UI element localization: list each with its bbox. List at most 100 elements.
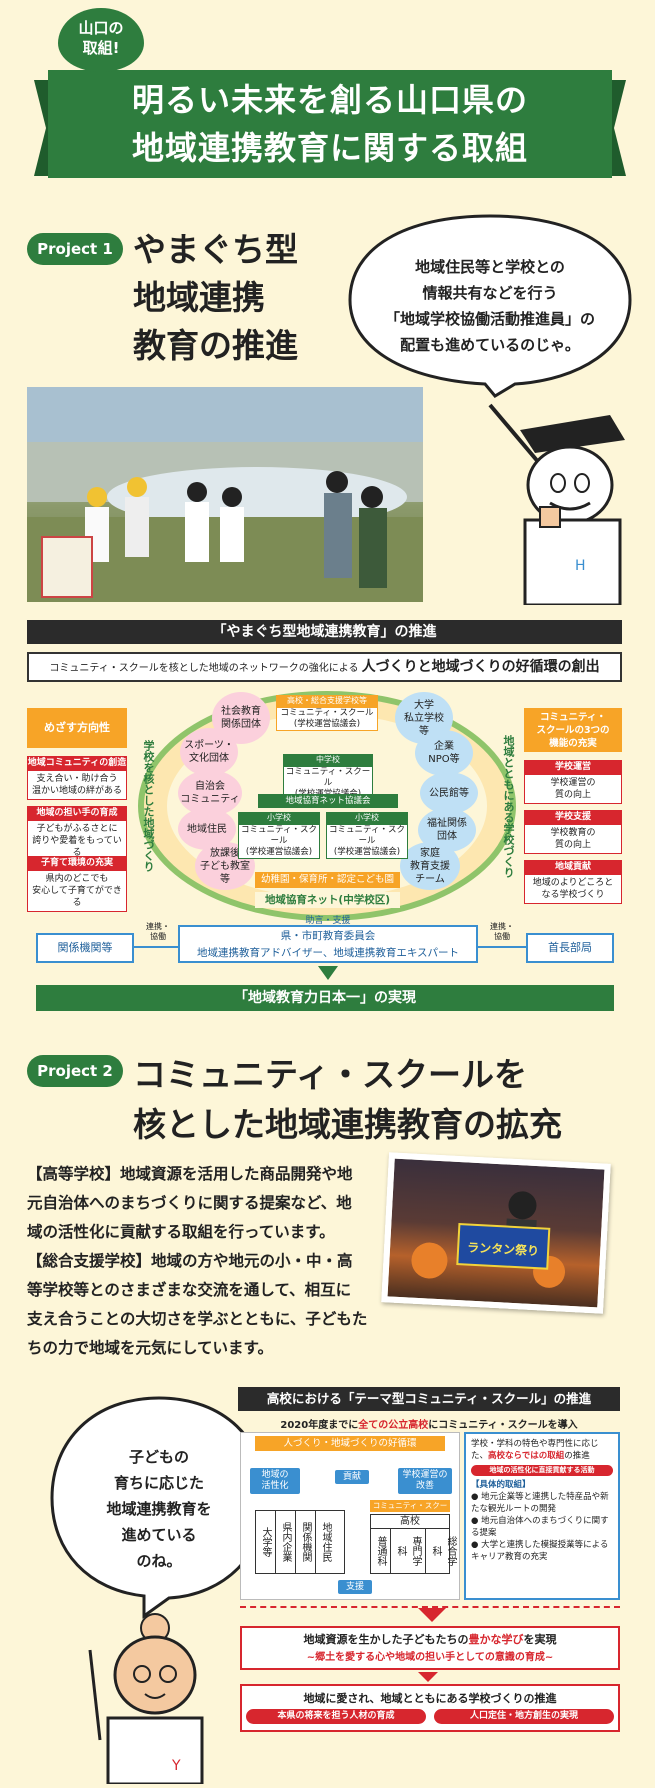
tcs-right-red: 高校ならではの取組 — [488, 1451, 565, 1461]
right-item-1-head: 学校運営 — [524, 760, 622, 774]
tcs-right-text: 学校・学科の特色や専門性に応じた、高校ならではの取組の推進 — [471, 1438, 613, 1462]
left-item-3-head: 子育て環境の充実 — [27, 856, 127, 870]
result-1: 地域資源を生かした子どもたちの豊かな学びを実現 ~郷土を愛する心や地域の担い手と… — [240, 1626, 620, 1670]
project2-body: 【高等学校】地域資源を活用した商品開発や地 元自治体へのまちづくりに関する提案な… — [27, 1165, 368, 1357]
tcs-sub-red: 全ての公立高校 — [358, 1420, 429, 1431]
cycle-title: 人づくり・地域づくりの好循環 — [255, 1436, 445, 1451]
support-label: 助言・支援 — [305, 916, 351, 926]
arc-left-label: 学校を核とした地域づくり — [142, 740, 155, 872]
node-school-improvement: 学校運営の 改善 — [398, 1468, 452, 1494]
jhs-head: 中学校 — [283, 754, 373, 766]
example-3: ● 大学と連携した模擬授業等によるキャリア教育の充実 — [471, 1540, 609, 1562]
tcs-sub-pre: 2020年度までに — [280, 1420, 359, 1431]
photo-lantern-festival: ランタン祭り — [381, 1152, 611, 1314]
result-arrow — [418, 1608, 446, 1622]
diagram-header: 「やまぐち型地域連携教育」の推進 — [27, 620, 622, 644]
doctor-character: H — [470, 395, 650, 607]
es1-head: 小学校 — [238, 812, 320, 824]
mayor-department: 首長部局 — [526, 933, 614, 963]
result-1-red: 豊かな学び — [468, 1633, 524, 1646]
col-specialized: 専門学科 — [390, 1529, 425, 1573]
tcs-right-panel: 学校・学科の特色や専門性に応じた、高校ならではの取組の推進 地域の活性化に直接貢… — [464, 1432, 620, 1600]
right-title: コミュニティ・ スクールの3つの 機能の充実 — [524, 708, 622, 752]
title-banner: 明るい未来を創る山口県の 地域連携教育に関する取組 — [34, 58, 626, 188]
result-2: 地域に愛され、地域とともにある学校づくりの推進 本県の将来を担う人材の育成 人口… — [240, 1684, 620, 1732]
related-agencies: 関係機関等 — [36, 933, 134, 963]
left-item-1-head: 地域コミュニティの創造 — [27, 756, 127, 770]
board-of-education: 県・市町教育委員会 地域連携教育アドバイザー、地域連携教育エキスパート — [178, 925, 478, 963]
example-1-text: 地元企業等と連携した特産品や新たな観光ルートの開発 — [471, 1492, 609, 1514]
speech-bubble-1: 地域住民等と学校との 情報共有などを行う 「地域学校協働活動推進員」の 配置も進… — [345, 208, 635, 398]
left-link-arrow — [134, 946, 178, 948]
result-2-right: 人口定住・地方創生の実現 — [434, 1709, 614, 1724]
cs-label: コミュニティ・スクール — [370, 1500, 450, 1522]
right-item-3: 地域貢献 地域のよりどころと なる学校づくり — [524, 860, 622, 904]
es2-head: 小学校 — [326, 812, 408, 824]
node-support: 支援 — [338, 1580, 372, 1594]
diagram-footer: 「地域教育力日本一」の実現 — [36, 985, 614, 1011]
right-item-2-head: 学校支援 — [524, 810, 622, 824]
hs-table: 高校 普通科 専門学科 総合学科 — [370, 1514, 456, 1574]
es2-box: 小学校 コミュニティ・スクール (学校運営協議会) — [326, 812, 408, 859]
tcs-subheader: 2020年度までに全ての公立高校にコミュニティ・スクールを導入 — [238, 1416, 620, 1431]
result-1-pre: 地域資源を生かした子どもたちの — [303, 1633, 469, 1646]
down-arrow — [318, 966, 338, 980]
node-contribution: 貢献 — [335, 1470, 369, 1484]
right-item-1-body: 学校運営の 質の向上 — [524, 774, 622, 804]
hs-table-title: 高校 — [371, 1515, 449, 1529]
yamaguchi-badge: 山口の 取組! — [58, 8, 144, 72]
es2-body: コミュニティ・スクール (学校運営協議会) — [326, 824, 408, 859]
right-item-3-body: 地域のよりどころと なる学校づくり — [524, 874, 622, 904]
es1-body: コミュニティ・スクール (学校運営協議会) — [238, 824, 320, 859]
examples-title: 【具体的取組】 — [471, 1480, 531, 1490]
left-item-2-head: 地域の担い手の育成 — [27, 806, 127, 820]
left-item-1: 地域コミュニティの創造 支え合い・助け合う 温かい地域の絆がある — [27, 756, 127, 800]
speech-text-2: 子どもの 育ちに応じた 地域連携教育を 進めている のね。 — [106, 1448, 212, 1570]
left-item-3-body: 県内のどこでも 安心して子育てができる — [27, 870, 127, 912]
result-1-line: 地域資源を生かした子どもたちの豊かな学びを実現 — [242, 1631, 618, 1649]
col-residents: 地域住民 — [315, 1511, 335, 1573]
svg-text:Y: Y — [171, 1758, 181, 1774]
example-2: ● 地元自治体へのまちづくりに関する提案 — [471, 1516, 609, 1538]
left-title: めざす方向性 — [27, 708, 127, 748]
speech-text-1: 地域住民等と学校との 情報共有などを行う 「地域学校協働活動推進員」の 配置も進… — [384, 258, 595, 354]
goal-small: コミュニティ・スクールを核とした地域のネットワークの強化による — [49, 663, 359, 674]
arc-right-label: 地域とともにある学校づくり — [502, 735, 515, 878]
kindergarten: 幼稚園・保育所・認定こども園 — [255, 872, 400, 888]
col-comprehensive: 総合学科 — [425, 1529, 460, 1573]
stakeholder-table: 大学等 県内企業 関係機関 地域住民 — [255, 1510, 345, 1574]
example-2-text: 地元自治体へのまちづくりに関する提案 — [471, 1516, 609, 1538]
network-junior-high: 地域協育ネット(中学校区) — [255, 892, 400, 908]
hs-head: 高校・総合支援学校等 — [276, 695, 378, 707]
col-universities: 大学等 — [260, 1527, 271, 1557]
result-1-post: を実現 — [523, 1633, 557, 1646]
hs-body: コミュニティ・スクール (学校運営協議会) — [276, 707, 378, 731]
project2-title: コミュニティ・スクールを 核とした地域連携教育の拡充 — [133, 1055, 562, 1144]
col-general: 普通科 — [375, 1536, 386, 1566]
ward-council: 地域協育ネット協議会 — [258, 794, 398, 808]
left-item-3: 子育て環境の充実 県内のどこでも 安心して子育てができる — [27, 856, 127, 912]
col-companies: 県内企業 — [275, 1511, 295, 1573]
left-item-2: 地域の担い手の育成 子どもがふるさとに 誇りや愛着をもっている — [27, 806, 127, 862]
hs-box: 高校・総合支援学校等 コミュニティ・スクール (学校運営協議会) — [276, 695, 378, 731]
tcs-header: 高校における「テーマ型コミュニティ・スクール」の推進 — [238, 1387, 620, 1411]
tcs-right-pre: 学校・学科の特色や専門性に応じた、 — [471, 1439, 599, 1461]
col-agencies: 関係機関 — [295, 1511, 315, 1573]
right-item-2-body: 学校教育の 質の向上 — [524, 824, 622, 854]
left-item-2-body: 子どもがふるさとに 誇りや愛着をもっている — [27, 820, 127, 862]
result-2-left: 本県の将来を担う人材の育成 — [246, 1709, 426, 1724]
speech-bubble-2: 子どもの 育ちに応じた 地域連携教育を 進めている のね。 — [44, 1390, 274, 1620]
tcs-sub-post: にコミュニティ・スクールを導入 — [428, 1420, 578, 1431]
right-item-1: 学校運営 学校運営の 質の向上 — [524, 760, 622, 804]
right-item-2: 学校支援 学校教育の 質の向上 — [524, 810, 622, 854]
right-link-label: 連携・ 協働 — [490, 922, 514, 941]
es1-box: 小学校 コミュニティ・スクール (学校運営協議会) — [238, 812, 320, 859]
tcs-right-post: の推進 — [564, 1451, 590, 1461]
result-arrow-2 — [418, 1672, 438, 1682]
project2-pill: Project 2 — [27, 1055, 123, 1087]
project1-title: やまぐち型 地域連携 教育の推進 — [133, 230, 298, 365]
page-title: 明るい未来を創る山口県の 地域連携教育に関する取組 — [131, 81, 528, 167]
teacher-character: Y — [60, 1610, 240, 1786]
result-2-text: 地域に愛され、地域とともにある学校づくりの推進 — [303, 1692, 557, 1705]
goal-big: 人づくりと地域づくりの好循環の創出 — [361, 659, 600, 675]
